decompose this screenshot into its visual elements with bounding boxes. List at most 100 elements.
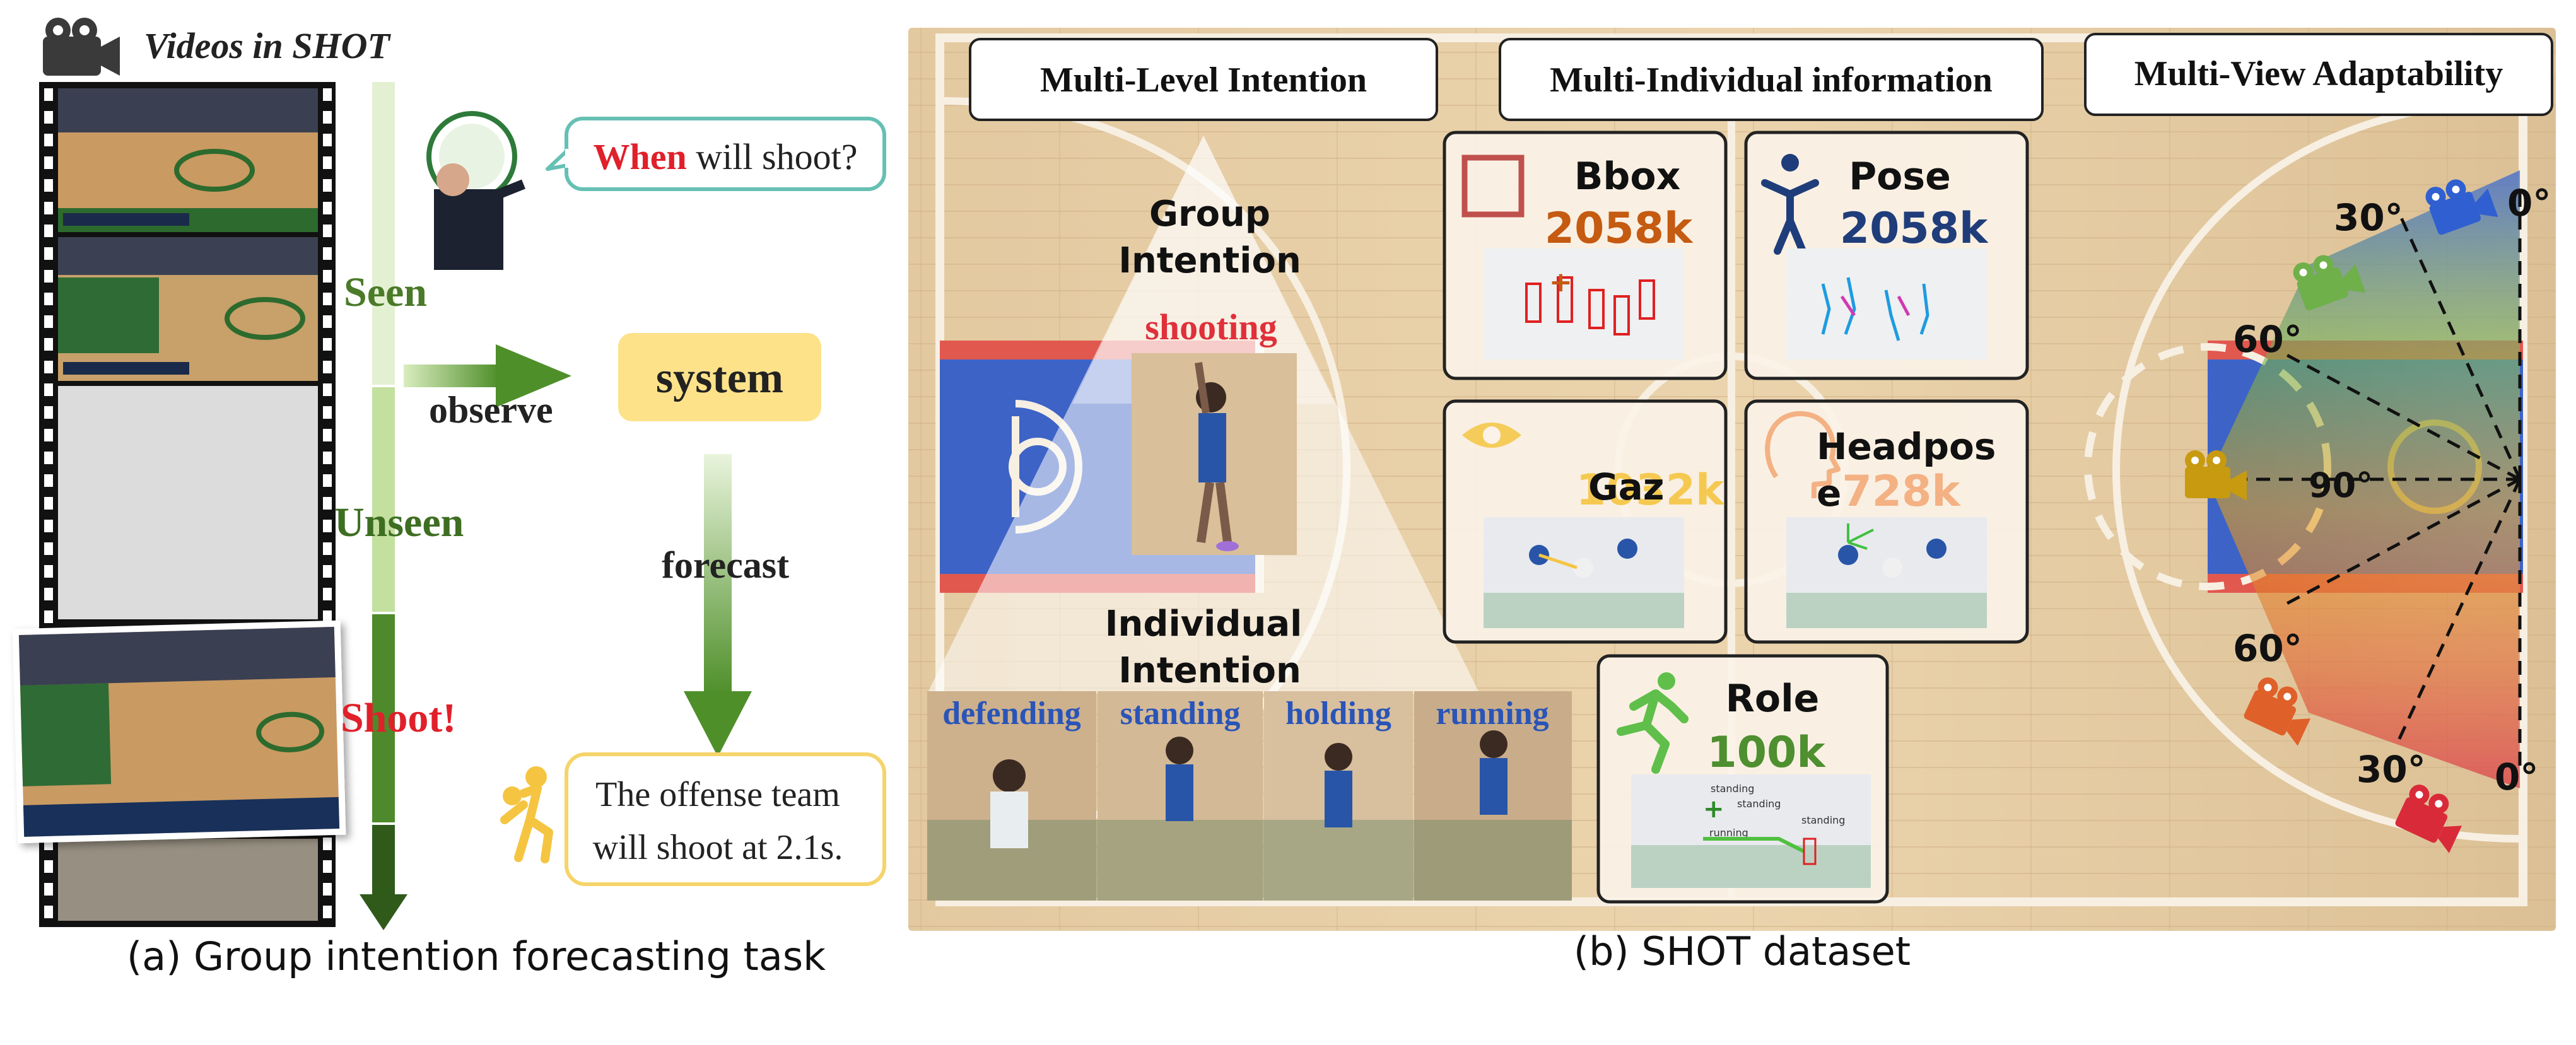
film-sprocket-hole (44, 88, 53, 101)
card-bbox: Bbox 2058k + (1443, 131, 1728, 380)
caption-b: (b) SHOT dataset (1574, 928, 1911, 974)
film-sprocket-hole (323, 293, 332, 305)
film-sprocket-hole (44, 361, 53, 373)
camera-icon (2244, 677, 2311, 746)
panel-b: Multi-Level Intention Multi-Individual i… (908, 28, 2556, 974)
film-sprocket-hole (323, 225, 332, 237)
video-camera-icon (43, 18, 120, 76)
film-sprocket-hole (323, 202, 332, 214)
film-sprocket-hole (323, 134, 332, 146)
role-mini-3: running (1709, 827, 1748, 839)
heading-individual: Multi-Individual information (1550, 61, 1993, 100)
answer-bubble: The offense team will shoot at 2.1s. (565, 752, 886, 886)
angle-0-bottom: 0° (2495, 756, 2538, 798)
film-sprocket-hole (323, 838, 332, 850)
video-frame-5 (58, 839, 318, 921)
bbox-title: Bbox (1574, 155, 1681, 199)
video-frame-1 (58, 88, 318, 232)
running-person-icon (1617, 672, 1689, 774)
heading-intention-box (969, 38, 1438, 121)
film-sprocket-hole (44, 383, 53, 396)
film-sprocket-hole (44, 315, 53, 328)
card-headpose: Headpos e 728k (1744, 399, 2029, 644)
film-sprocket-hole (44, 429, 53, 441)
film-sprocket-hole (44, 474, 53, 487)
label-running: running (1436, 696, 1549, 732)
bbox-preview (1484, 248, 1684, 359)
angle-60-top: 60° (2233, 318, 2302, 361)
svg-text:+: + (1703, 795, 1724, 824)
film-sprocket-hole (44, 883, 53, 896)
videos-header: Videos in SHOT (144, 25, 392, 66)
individual-images (927, 691, 1572, 901)
panel-a: Videos in SHOT (12, 18, 886, 979)
pose-title: Pose (1849, 155, 1951, 199)
coach-image (426, 111, 525, 270)
answer-line-1: The offense team (595, 775, 840, 814)
card-role: Role 100k standing standing running stan… (1596, 654, 1889, 904)
individual-intention-2: Intention (1118, 650, 1301, 691)
group-label: shooting (1145, 306, 1277, 347)
film-sprocket-hole (44, 225, 53, 237)
label-standing: standing (1120, 696, 1241, 732)
label-defending: defending (942, 696, 1081, 732)
film-sprocket-hole (323, 315, 332, 328)
heading-intention: Multi-Level Intention (1040, 61, 1367, 100)
heading-view: Multi-View Adaptability (2134, 54, 2503, 93)
film-sprocket-hole (44, 906, 53, 918)
film-sprocket-hole (44, 452, 53, 464)
film-sprocket-hole (323, 361, 332, 373)
role-count: 100k (1707, 728, 1826, 778)
individual-intention-1: Individual (1105, 604, 1303, 645)
heading-view-box (2084, 33, 2553, 116)
question-text: When will shoot? (594, 136, 858, 177)
bbox-icon (1461, 155, 1525, 218)
film-sprocket-hole (44, 497, 53, 510)
angle-90: 90° (2309, 465, 2373, 505)
label-holding: holding (1285, 696, 1391, 732)
film-sprocket-hole (44, 406, 53, 419)
angle-30-bottom: 30° (2356, 748, 2426, 791)
film-sprocket-hole (44, 293, 53, 305)
film-sprocket-hole (44, 111, 53, 124)
card-pose: Pose 2058k (1744, 131, 2029, 380)
film-sprocket-hole (44, 542, 53, 555)
pose-count: 2058k (1840, 204, 1989, 254)
pose-icon (1761, 154, 1819, 255)
film-sprocket-hole (323, 270, 332, 283)
camera-icon (2425, 179, 2498, 235)
film-sprocket-hole (323, 906, 332, 918)
question-rest: will shoot? (687, 136, 858, 177)
bbox-count: 2058k (1545, 204, 1694, 254)
eye-icon (1462, 423, 1521, 448)
film-sprocket-hole (44, 338, 53, 351)
heading-individual-box (1499, 38, 2044, 121)
observe-arrow (404, 344, 571, 407)
stage-shoot: Shoot! (341, 695, 456, 741)
system-box (618, 333, 821, 421)
film-sprocket-hole (44, 520, 53, 532)
film-sprocket-hole (44, 610, 53, 623)
film-sprocket-hole (44, 156, 53, 169)
video-frame-3 (58, 386, 318, 619)
timeline-bar (360, 82, 407, 930)
film-sprocket-hole (323, 406, 332, 419)
film-sprocket-hole (323, 565, 332, 578)
headpose-title-1: Headpos (1817, 425, 1996, 468)
film-sprocket-hole (44, 247, 53, 260)
group-intention-1: Group (1149, 194, 1270, 235)
stage-unseen: Unseen (334, 499, 464, 546)
film-sprocket-hole (323, 860, 332, 873)
film-sprocket-hole (44, 860, 53, 873)
film-sprocket-hole (323, 474, 332, 487)
film-sprocket-hole (323, 179, 332, 192)
film-sprocket-hole (323, 429, 332, 441)
angle-0-top: 0° (2507, 182, 2551, 225)
answer-line-2: will shoot at 2.1s. (593, 828, 843, 867)
question-red: When (594, 136, 687, 177)
film-sprocket-hole (44, 270, 53, 283)
film-sprocket-hole (323, 383, 332, 396)
film-sprocket-hole (44, 134, 53, 146)
headpose-count: 728k (1842, 467, 1961, 517)
